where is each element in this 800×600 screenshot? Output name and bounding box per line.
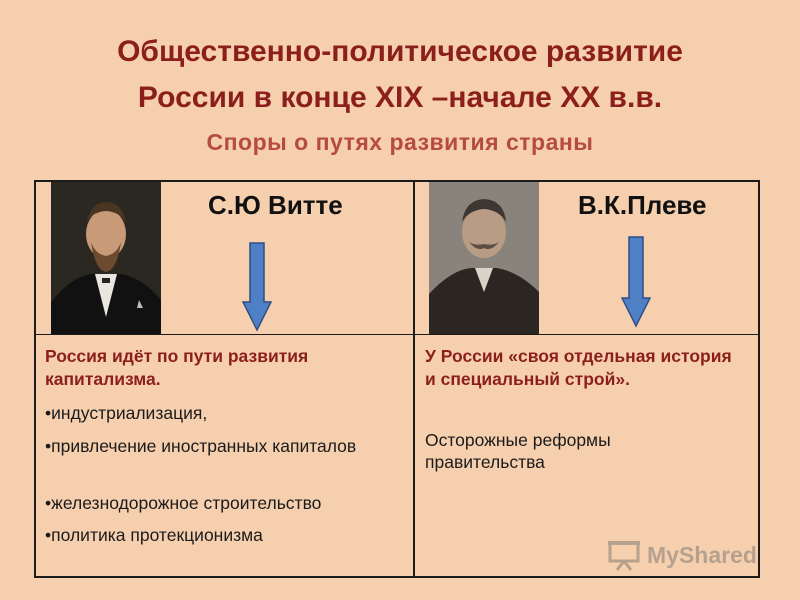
witte-bullet-industrialization: индустриализация,: [45, 402, 405, 424]
slide-title-line1: Общественно-политическое развитие: [117, 35, 683, 68]
witte-bullet-protectionism: политика протекционизма: [45, 524, 405, 546]
witte-heading: Россия идёт по пути развития капитализма…: [45, 346, 309, 389]
comparison-table: С.Ю Витте В.К.Плеве Россия идёт по пути …: [34, 180, 760, 578]
row-divider: [36, 334, 758, 335]
slide-title-line2: России в конце XIX –начале XX в.в.: [137, 81, 663, 114]
plehve-portrait: [429, 182, 539, 334]
witte-bullet-railway: железнодорожное строительство: [45, 492, 405, 514]
plehve-body: Осторожные реформы правительства: [425, 430, 611, 472]
watermark: MyShared: [607, 538, 757, 572]
witte-bullet-foreign-capital: привлечение иностранных капиталов: [45, 435, 375, 457]
arrow-down-icon: [242, 242, 272, 332]
plehve-name: В.К.Плеве: [578, 190, 707, 220]
watermark-text: MyShared: [647, 541, 757, 568]
presentation-board-icon: [608, 541, 640, 571]
plehve-heading: У России «своя отдельная история и специ…: [425, 346, 732, 389]
arrow-down-icon: [621, 236, 651, 328]
witte-portrait: [51, 182, 161, 334]
witte-name: С.Ю Витте: [208, 190, 343, 220]
slide-subtitle: Споры о путях развития страны: [206, 129, 594, 155]
column-divider: [413, 182, 415, 578]
